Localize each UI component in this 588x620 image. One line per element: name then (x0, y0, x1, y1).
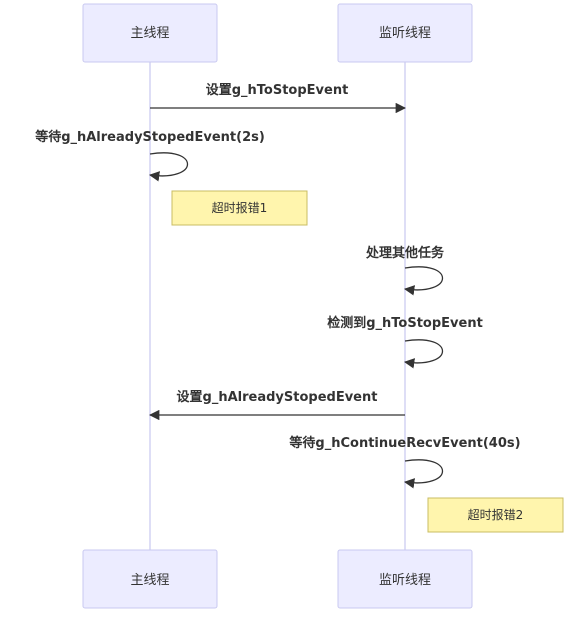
note-timeout-error-1: 超时报错1 (171, 190, 308, 226)
main-thread-actor-top: 主线程 (82, 3, 218, 63)
message-label: 检测到g_hToStopEvent (327, 315, 483, 331)
self-loop-arrow (403, 266, 444, 296)
listener-thread-actor-top: 监听线程 (337, 3, 473, 63)
main-thread-label: 主线程 (130, 573, 169, 588)
main-thread-label: 主线程 (130, 26, 169, 41)
message-label: 等待g_hAlreadyStopedEvent(2s) (34, 129, 265, 145)
self-loop-arrow (403, 459, 444, 489)
message-other-tasks: 处理其他任务 (365, 245, 445, 296)
self-loop-arrow (403, 339, 444, 369)
listener-thread-label: 监听线程 (379, 573, 431, 588)
message-label: 等待g_hContinueRecvEvent(40s) (288, 435, 520, 451)
main-thread-actor-bottom: 主线程 (82, 549, 218, 609)
message-wait-stoped-event: 等待g_hAlreadyStopedEvent(2s) (34, 129, 265, 182)
message-label: 设置g_hToStopEvent (206, 83, 349, 98)
listener-thread-label: 监听线程 (379, 26, 431, 41)
message-set-stoped-event: 设置g_hAlreadyStopedEvent (148, 390, 405, 421)
note-label: 超时报错2 (468, 507, 524, 522)
message-detect-stop-event: 检测到g_hToStopEvent (327, 315, 483, 369)
message-set-stop-event: 设置g_hToStopEvent (150, 83, 407, 114)
message-label: 设置g_hAlreadyStopedEvent (177, 390, 378, 405)
message-label: 处理其他任务 (365, 245, 445, 261)
message-wait-continue-event: 等待g_hContinueRecvEvent(40s) (288, 435, 521, 489)
listener-thread-actor-bottom: 监听线程 (337, 549, 473, 609)
self-loop-arrow (148, 152, 189, 182)
note-timeout-error-2: 超时报错2 (427, 497, 564, 533)
note-label: 超时报错1 (212, 200, 268, 215)
